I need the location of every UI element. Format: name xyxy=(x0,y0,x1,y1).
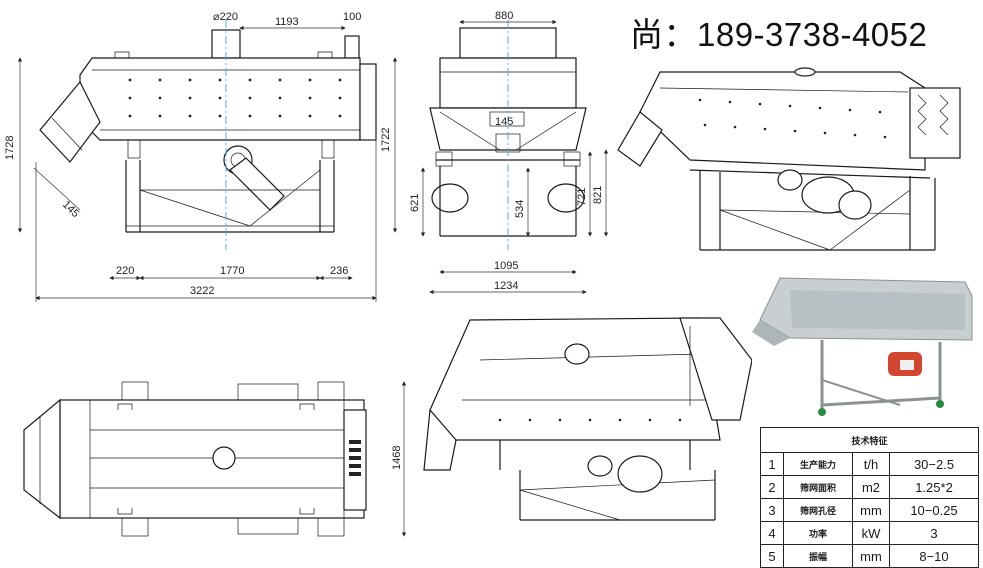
table-row: 1 生产能力 t/h 30−2.5 xyxy=(760,452,979,476)
plan-chute xyxy=(23,398,61,520)
dim-621: 621 xyxy=(409,194,421,212)
plan-view: 1468 xyxy=(23,381,407,537)
spec-table: 技术特征 1 生产能力 t/h 30−2.5 2 筛网面积 m2 1.25*2 … xyxy=(760,427,979,568)
dim-1095: 1095 xyxy=(494,260,518,272)
iso2-motor xyxy=(617,455,663,493)
dim-1193: 1193 xyxy=(275,16,299,28)
dim-880: 880 xyxy=(495,10,513,22)
discharge-chute xyxy=(39,80,101,163)
spec-table-title: 技术特征 xyxy=(760,427,979,453)
dim-1770: 1770 xyxy=(220,265,244,277)
table-row: 2 筛网面积 m2 1.25*2 xyxy=(760,475,979,499)
dim-220: 220 xyxy=(116,265,134,277)
table-row: 5 振幅 mm 8−10 xyxy=(760,544,979,568)
dim-1468: 1468 xyxy=(391,446,403,470)
vent-port xyxy=(344,35,360,59)
iso2-inlet xyxy=(564,343,590,365)
iso2-screen-box xyxy=(429,317,721,441)
contact-phone: 尚：189-3738-4052 xyxy=(630,16,928,53)
side-view: 1193 ⌀220 100 1728 1722 145 220 1770 236… xyxy=(4,11,398,302)
support-frame xyxy=(125,160,335,233)
dim-1728: 1728 xyxy=(4,136,16,160)
dim-1722: 1722 xyxy=(380,128,392,152)
right-motor xyxy=(547,183,585,213)
dim-145-end: 145 xyxy=(495,116,513,128)
dim-821: 821 xyxy=(592,186,604,204)
end-cover xyxy=(359,63,377,141)
isometric-view-bottom xyxy=(423,317,753,521)
dim-3222: 3222 xyxy=(190,285,214,297)
product-photo xyxy=(752,272,978,420)
table-row: 4 功率 kW 3 xyxy=(760,521,979,545)
iso-screen-box xyxy=(639,71,926,171)
isometric-view-top xyxy=(617,67,961,251)
left-motor xyxy=(431,183,469,213)
dim-236: 236 xyxy=(330,265,348,277)
table-row: 3 筛网孔径 mm 10−0.25 xyxy=(760,498,979,522)
dim-145: 145 xyxy=(60,199,81,220)
dim-1234: 1234 xyxy=(494,280,518,292)
dim-534: 534 xyxy=(514,200,526,218)
bolt-holes xyxy=(128,78,342,118)
dim-100: 100 xyxy=(343,11,361,23)
dim-721: 721 xyxy=(576,188,588,206)
plan-screen-deck xyxy=(59,399,365,519)
dim-d220: ⌀220 xyxy=(213,11,238,23)
end-view: 880 145 621 534 721 821 1095 1234 xyxy=(409,10,609,295)
iso-end-cover xyxy=(909,87,961,159)
plan-inlet xyxy=(212,446,236,470)
